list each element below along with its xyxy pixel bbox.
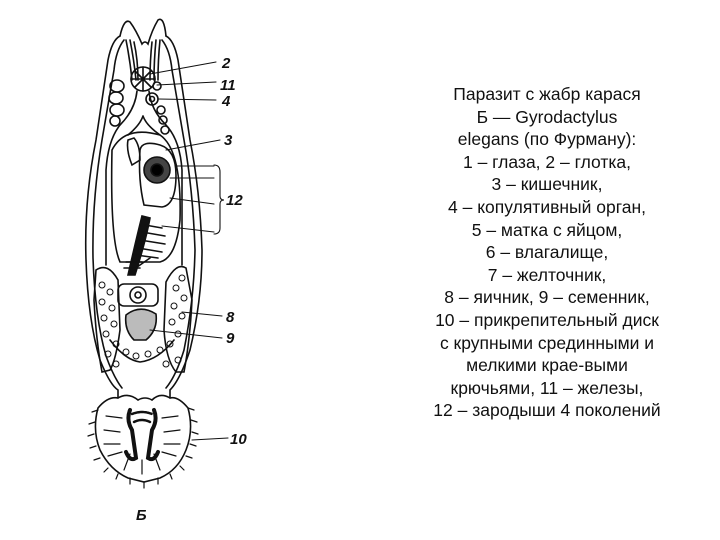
label-3: 3 <box>224 132 233 149</box>
caption-line: мелкими крае-выми <box>466 355 628 376</box>
label-4: 4 <box>221 93 231 110</box>
caption-line: крючьями, 11 – железы, <box>450 377 644 398</box>
label-11: 11 <box>220 77 236 94</box>
caption-line: Б — Gyrodactylus <box>476 106 618 127</box>
vagina <box>126 215 151 276</box>
caption-line: 5 – матка с яйцом, <box>471 219 623 240</box>
figure-letter: Б <box>136 507 147 524</box>
label-10: 10 <box>230 431 247 448</box>
vitellarium-right <box>163 265 193 373</box>
ovary <box>129 286 147 304</box>
vitellarium-left <box>93 266 121 373</box>
central-anchors <box>124 408 160 462</box>
caption-line: с крупными срединными и <box>439 332 655 353</box>
uterus <box>110 131 181 263</box>
label-12: 12 <box>226 192 243 209</box>
label-2: 2 <box>221 55 231 72</box>
testis <box>124 308 158 341</box>
leader-lines <box>149 61 229 441</box>
caption-line: 8 – яичник, 9 – семенник, <box>444 287 650 308</box>
embryo <box>126 137 141 167</box>
caption-line: 10 – прикрепительный диск <box>435 309 659 330</box>
glands-left <box>108 79 125 127</box>
marginal-hooks <box>87 407 199 489</box>
glands-right <box>152 81 170 135</box>
intestine <box>105 90 183 266</box>
figure-labels: 2 11 4 3 12 8 9 10 Б <box>136 55 247 524</box>
caption-line: 7 – желточник, <box>487 264 607 285</box>
head-lobes <box>119 18 167 46</box>
caption-line: 1 – глаза, 2 – глотка, <box>462 151 631 172</box>
caption-line: 12 – зародыши 4 поколений <box>433 400 661 421</box>
figure-caption: Паразит с жабр карася Б — Gyrodactylus e… <box>402 83 692 422</box>
attachment-disc <box>94 394 192 483</box>
caption-line: elegans (по Фурману): <box>457 129 637 150</box>
caption-line: 3 – кишечник, <box>491 174 603 195</box>
caption-line: Паразит с жабр карася <box>453 84 641 104</box>
label-8: 8 <box>226 309 235 326</box>
vitelline-cells <box>98 274 188 368</box>
caption-line: 4 – копулятивный орган, <box>448 196 646 217</box>
caption-line: 6 – влагалище, <box>485 242 609 263</box>
label-9: 9 <box>226 330 235 347</box>
